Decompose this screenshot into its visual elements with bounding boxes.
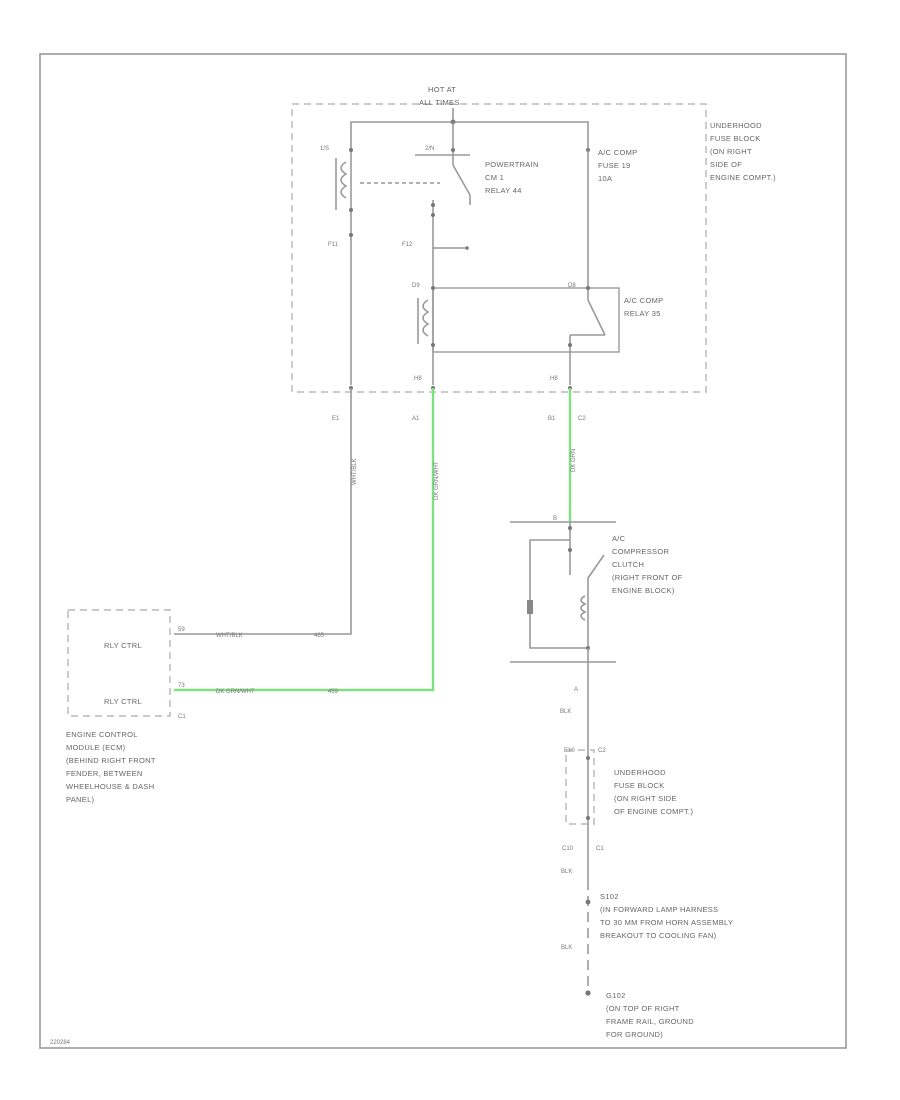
hot-at-label: HOT AT	[428, 85, 456, 94]
svg-text:WHEELHOUSE & DASH: WHEELHOUSE & DASH	[66, 782, 154, 791]
ecm-box	[67, 609, 171, 717]
compressor-pin-b: B	[553, 516, 557, 522]
svg-text:FUSE 19: FUSE 19	[598, 161, 631, 170]
svg-text:2/N: 2/N	[425, 146, 434, 152]
ac-relay-box	[432, 287, 620, 353]
compressor-diode-icon	[527, 600, 533, 614]
ecm-rly-ctrl-1: RLY CTRL	[104, 641, 142, 650]
svg-text:(ON RIGHT: (ON RIGHT	[710, 147, 752, 156]
splice-s102-dot	[585, 899, 591, 905]
pin-e1: E1	[332, 416, 340, 422]
svg-text:FUSE BLOCK: FUSE BLOCK	[710, 134, 761, 143]
wire-label-dk-grn-wht-vertical: DK GRN/WHT	[434, 461, 440, 500]
svg-text:FRAME RAIL, GROUND: FRAME RAIL, GROUND	[606, 1017, 694, 1026]
ac-relay-label: A/C COMP	[624, 296, 664, 305]
wire-label-wht-blk-vertical: WHT/BLK	[352, 458, 358, 485]
all-times-label: ALL TIMES	[419, 98, 460, 107]
ecm-rly-ctrl-2: RLY CTRL	[104, 697, 142, 706]
wire-label-dk-grn-wht: DK GRN/WHT	[216, 689, 255, 695]
svg-text:CM 1: CM 1	[485, 173, 504, 182]
wire-label-blk-2: BLK	[561, 869, 572, 875]
svg-text:RELAY 35: RELAY 35	[624, 309, 661, 318]
wire-wht-blk	[174, 388, 352, 635]
compressor-switch-icon	[587, 554, 605, 579]
pin-h8-b: H8	[550, 376, 558, 382]
underhood-fuse-block-lower	[565, 749, 595, 825]
wire-dk-grn-wht	[174, 388, 435, 692]
compressor-coil-icon	[580, 595, 587, 621]
pcm-relay-coil-icon	[340, 161, 348, 199]
compressor-label: A/C	[612, 534, 626, 543]
underhood-fuse-block-box	[291, 103, 707, 393]
pin-e10: E10	[564, 748, 575, 754]
svg-text:(IN FORWARD LAMP HARNESS: (IN FORWARD LAMP HARNESS	[600, 905, 718, 914]
wire-circuit-465: 465	[314, 633, 325, 639]
wire-label-wht-blk: WHT/BLK	[216, 633, 243, 639]
ground-label: G102	[606, 991, 626, 1000]
pin-c10: C10	[562, 846, 574, 852]
svg-text:PANEL): PANEL)	[66, 795, 95, 804]
fuse-block-top-label: UNDERHOOD	[710, 121, 762, 130]
svg-text:MODULE (ECM): MODULE (ECM)	[66, 743, 126, 752]
svg-text:D8: D8	[568, 283, 576, 289]
svg-text:CLUTCH: CLUTCH	[612, 560, 644, 569]
outer-frame	[39, 53, 847, 1049]
fuse-block-bottom-label: UNDERHOOD	[614, 768, 666, 777]
ac-relay-switch-icon	[587, 299, 606, 336]
wire-label-blk-3: BLK	[561, 945, 572, 951]
svg-text:RELAY 44: RELAY 44	[485, 186, 522, 195]
svg-text:(BEHIND RIGHT FRONT: (BEHIND RIGHT FRONT	[66, 756, 156, 765]
svg-text:(RIGHT FRONT OF: (RIGHT FRONT OF	[612, 573, 683, 582]
svg-text:OF ENGINE COMPT.): OF ENGINE COMPT.)	[614, 807, 693, 816]
pin-c1: C1	[596, 846, 604, 852]
svg-text:FENDER, BETWEEN: FENDER, BETWEEN	[66, 769, 143, 778]
wire-label-blk-1: BLK	[560, 709, 571, 715]
svg-text:D9: D9	[412, 283, 420, 289]
pcm-relay-label: POWERTRAIN	[485, 160, 539, 169]
ecm-label: ENGINE CONTROL	[66, 730, 138, 739]
svg-text:10A: 10A	[598, 174, 612, 183]
svg-text:(ON RIGHT SIDE: (ON RIGHT SIDE	[614, 794, 677, 803]
ac-fuse-label: A/C COMP	[598, 148, 638, 157]
svg-text:BREAKOUT TO COOLING FAN): BREAKOUT TO COOLING FAN)	[600, 931, 717, 940]
ecm-pin-59: 59	[178, 627, 185, 633]
ecm-connector-c1: C1	[178, 714, 186, 720]
ecm-pin-73: 73	[178, 683, 185, 689]
pcm-relay-switch-icon	[452, 164, 471, 196]
svg-text:SIDE OF: SIDE OF	[710, 160, 742, 169]
svg-text:COMPRESSOR: COMPRESSOR	[612, 547, 669, 556]
pin-b1: B1	[548, 416, 556, 422]
svg-text:TO 30 MM FROM HORN ASSEMBLY: TO 30 MM FROM HORN ASSEMBLY	[600, 918, 733, 927]
compressor-circuit	[529, 539, 588, 649]
svg-text:(ON TOP OF RIGHT: (ON TOP OF RIGHT	[606, 1004, 680, 1013]
pin-a1: A1	[412, 416, 420, 422]
svg-text:ENGINE BLOCK): ENGINE BLOCK)	[612, 586, 675, 595]
pin-c2-top: C2	[578, 416, 586, 422]
pin-f12: F12	[402, 242, 413, 248]
figure-code: 220284	[50, 1040, 71, 1046]
wire-label-dk-grn-vertical: DK GRN	[571, 449, 577, 472]
pin-c2-bottom: C2	[598, 748, 606, 754]
svg-text:ENGINE COMPT.): ENGINE COMPT.)	[710, 173, 776, 182]
svg-text:FOR GROUND): FOR GROUND)	[606, 1030, 663, 1039]
compressor-pin-a: A	[574, 687, 578, 693]
svg-text:1/S: 1/S	[320, 146, 329, 152]
svg-text:FUSE BLOCK: FUSE BLOCK	[614, 781, 665, 790]
ac-relay-coil-icon	[422, 299, 430, 337]
wire-circuit-459: 459	[328, 689, 339, 695]
ground-g102-dot	[585, 990, 591, 996]
splice-label: S102	[600, 892, 619, 901]
pin-f11: F11	[328, 242, 339, 248]
pin-h8-a: H8	[414, 376, 422, 382]
